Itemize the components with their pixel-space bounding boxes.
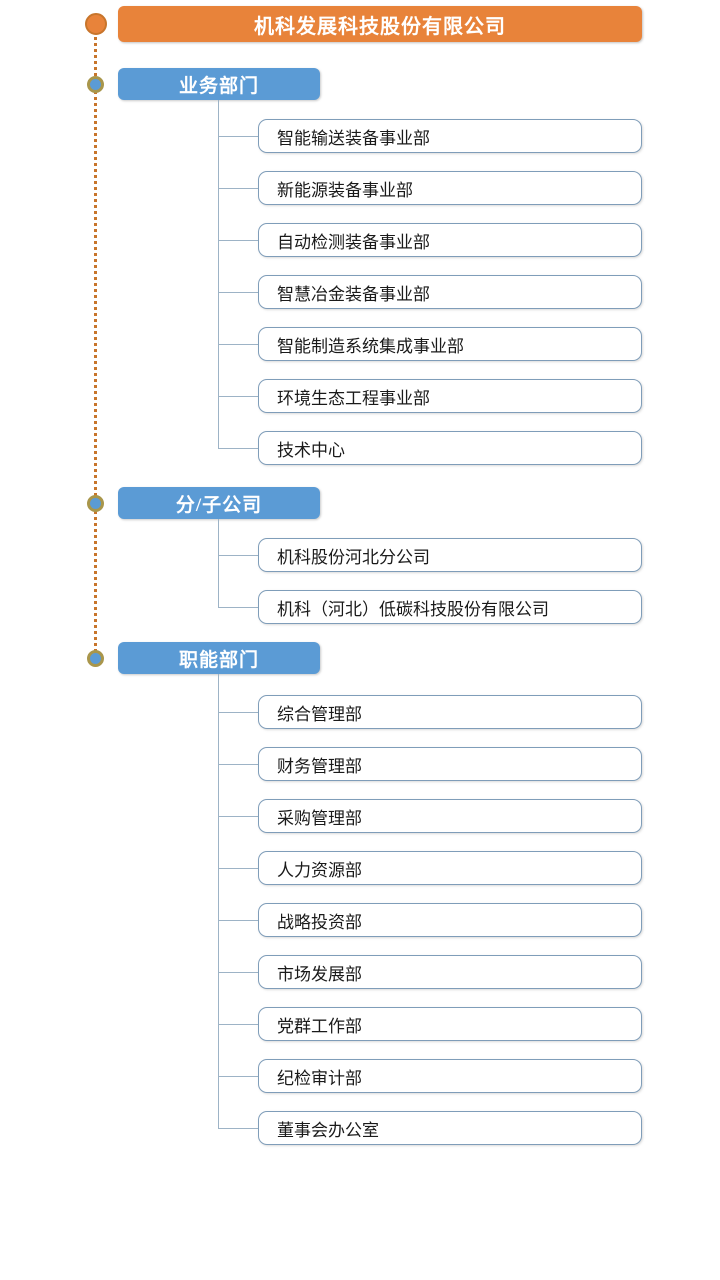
spine-node-category-2: [87, 495, 104, 512]
spine-dotted-line: [94, 24, 97, 660]
leaf-box[interactable]: 财务管理部: [258, 747, 642, 781]
leaf-box[interactable]: 综合管理部: [258, 695, 642, 729]
connector-branch: [218, 136, 258, 137]
connector-branch: [218, 816, 258, 817]
leaf-box[interactable]: 采购管理部: [258, 799, 642, 833]
spine-node-category-3: [87, 650, 104, 667]
leaf-box[interactable]: 董事会办公室: [258, 1111, 642, 1145]
leaf-box[interactable]: 机科（河北）低碳科技股份有限公司: [258, 590, 642, 624]
category-box-2[interactable]: 分/子公司: [118, 487, 320, 519]
connector-branch: [218, 396, 258, 397]
connector-branch: [218, 712, 258, 713]
leaf-box[interactable]: 人力资源部: [258, 851, 642, 885]
connector-branch: [218, 868, 258, 869]
leaf-box[interactable]: 纪检审计部: [258, 1059, 642, 1093]
connector-branch: [218, 555, 258, 556]
category-box-3[interactable]: 职能部门: [118, 642, 320, 674]
spine-node-root: [85, 13, 107, 35]
connector-branch: [218, 240, 258, 241]
connector-trunk-2: [218, 519, 219, 607]
leaf-box[interactable]: 环境生态工程事业部: [258, 379, 642, 413]
connector-trunk-3: [218, 674, 219, 1128]
leaf-box[interactable]: 技术中心: [258, 431, 642, 465]
leaf-box[interactable]: 自动检测装备事业部: [258, 223, 642, 257]
connector-branch: [218, 607, 258, 608]
connector-trunk-1: [218, 100, 219, 448]
spine-node-category-1: [87, 76, 104, 93]
connector-branch: [218, 764, 258, 765]
leaf-box[interactable]: 市场发展部: [258, 955, 642, 989]
connector-branch: [218, 448, 258, 449]
category-box-1[interactable]: 业务部门: [118, 68, 320, 100]
connector-branch: [218, 972, 258, 973]
connector-branch: [218, 292, 258, 293]
connector-branch: [218, 344, 258, 345]
root-company-box[interactable]: 机科发展科技股份有限公司: [118, 6, 642, 42]
connector-branch: [218, 1024, 258, 1025]
leaf-box[interactable]: 智慧冶金装备事业部: [258, 275, 642, 309]
leaf-box[interactable]: 新能源装备事业部: [258, 171, 642, 205]
connector-branch: [218, 188, 258, 189]
connector-branch: [218, 1076, 258, 1077]
connector-branch: [218, 920, 258, 921]
leaf-box[interactable]: 智能制造系统集成事业部: [258, 327, 642, 361]
leaf-box[interactable]: 战略投资部: [258, 903, 642, 937]
leaf-box[interactable]: 智能输送装备事业部: [258, 119, 642, 153]
connector-branch: [218, 1128, 258, 1129]
leaf-box[interactable]: 机科股份河北分公司: [258, 538, 642, 572]
leaf-box[interactable]: 党群工作部: [258, 1007, 642, 1041]
